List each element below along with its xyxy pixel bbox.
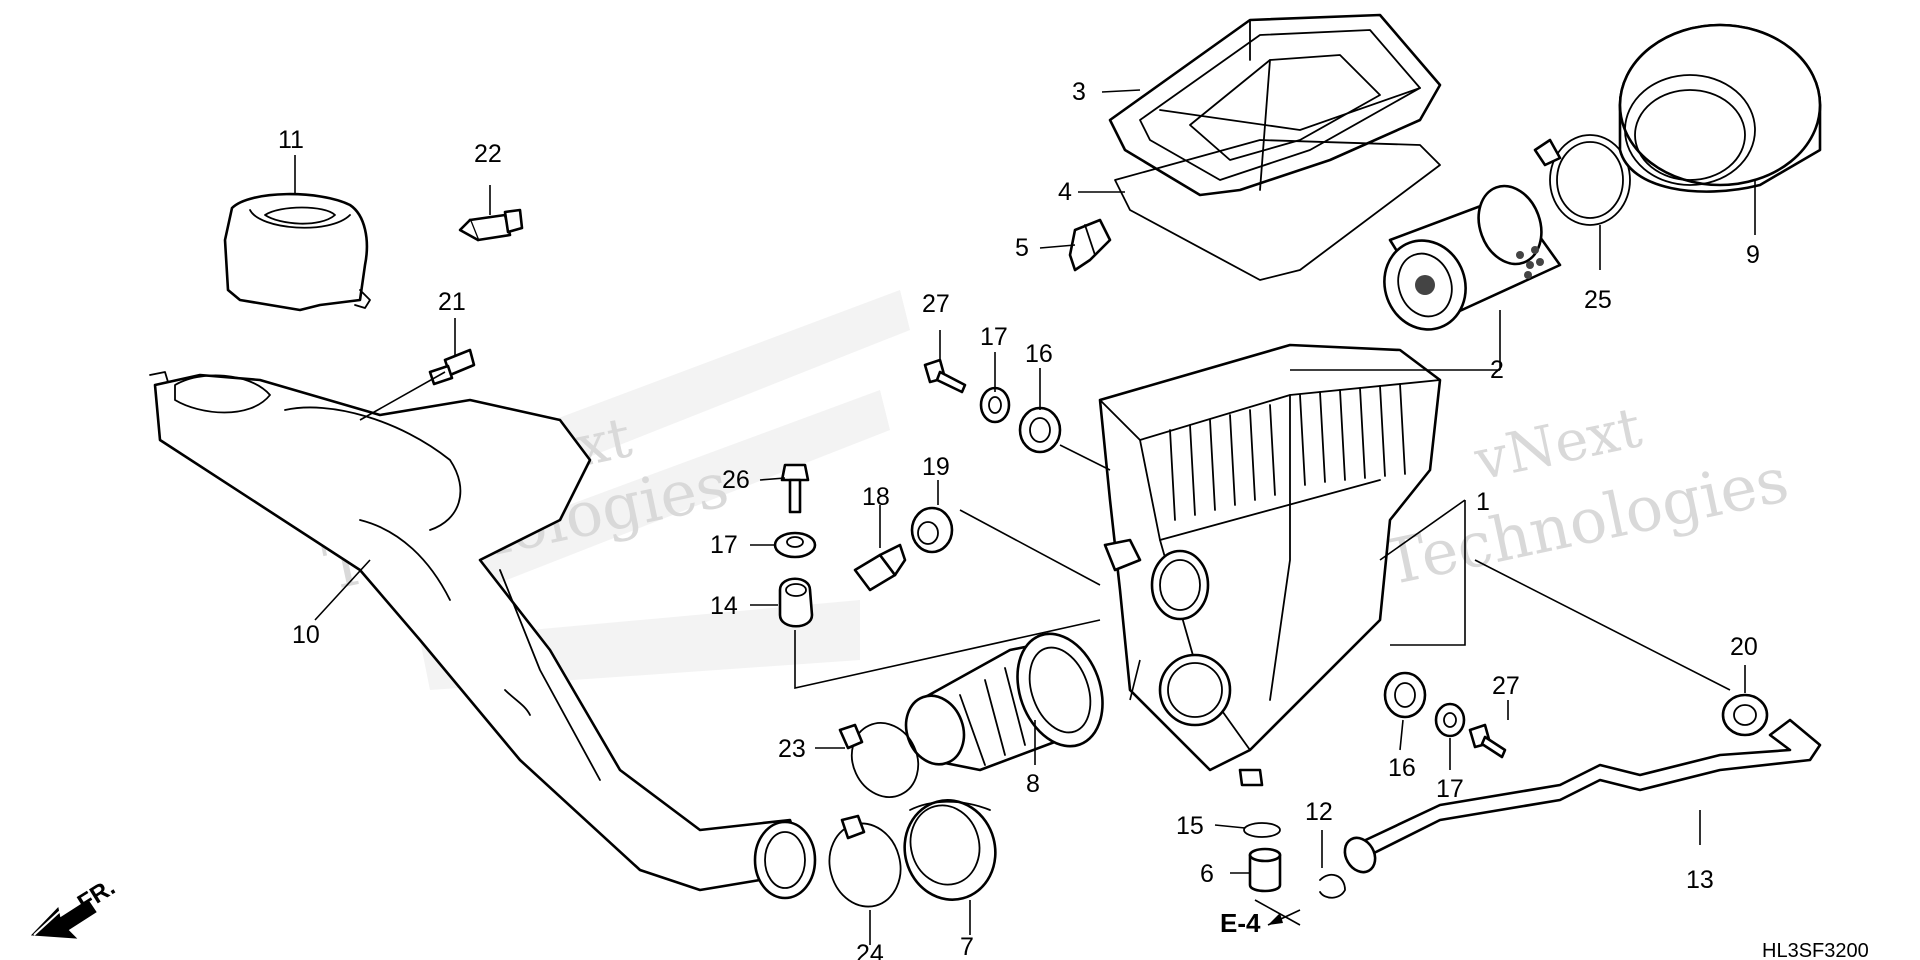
reference-arrowhead-icon: [1268, 913, 1283, 925]
callout-2: 2: [1490, 356, 1504, 384]
band-23[interactable]: [838, 712, 930, 808]
callout-24: 24: [856, 940, 884, 960]
intake-joint[interactable]: [894, 790, 1007, 910]
bolt-27-top[interactable]: [923, 358, 967, 394]
lid-gasket[interactable]: [1114, 139, 1441, 281]
callout-22: 22: [474, 140, 502, 168]
collar-17-bottom[interactable]: [1434, 702, 1466, 738]
grommet-16-top[interactable]: [1018, 406, 1062, 454]
grommet-20[interactable]: [1721, 693, 1769, 737]
callout-12: 12: [1305, 798, 1333, 826]
callout-25: 25: [1584, 286, 1612, 314]
band-25[interactable]: [1533, 134, 1631, 226]
air-filter-element[interactable]: [1372, 177, 1562, 341]
air-cleaner-lid[interactable]: [1108, 13, 1442, 197]
callout-4: 4: [1058, 178, 1072, 206]
callout-13: 13: [1686, 866, 1714, 894]
bolt-21[interactable]: [428, 348, 476, 386]
bolt-26[interactable]: [780, 463, 810, 514]
callout-23: 23: [778, 735, 806, 763]
reference-label: E-4: [1220, 908, 1261, 938]
callout-19: 19: [922, 453, 950, 481]
intake-duct[interactable]: [149, 371, 817, 900]
clip-5[interactable]: [1068, 218, 1112, 272]
callout-11: 11: [278, 126, 304, 154]
callout-16-top: 16: [1025, 340, 1053, 368]
bolt-27-bottom[interactable]: [1468, 723, 1507, 759]
connecting-tube[interactable]: [897, 622, 1118, 773]
callout-14: 14: [710, 592, 738, 620]
air-cleaner-case[interactable]: [1098, 343, 1442, 787]
grommet-14[interactable]: [778, 577, 814, 628]
callout-6: 6: [1200, 860, 1214, 888]
clip-15[interactable]: [1243, 822, 1281, 838]
callout-7: 7: [960, 933, 974, 960]
grommet-16-bottom[interactable]: [1383, 671, 1427, 719]
callout-26: 26: [722, 466, 750, 494]
sensor-18[interactable]: [853, 543, 907, 592]
collar-17-top[interactable]: [979, 386, 1011, 424]
callout-18: 18: [862, 483, 890, 511]
callout-21: 21: [438, 288, 466, 316]
callout-10: 10: [292, 621, 320, 649]
callout-27-top: 27: [922, 290, 950, 318]
grommet-19[interactable]: [910, 506, 954, 554]
outer-filter[interactable]: [1618, 23, 1822, 193]
callout-8: 8: [1026, 770, 1040, 798]
callout-17-top: 17: [980, 323, 1008, 351]
clip-12[interactable]: [1319, 873, 1346, 899]
diagram-code: HL3SF3200: [1762, 940, 1869, 960]
drain-tube[interactable]: [1339, 718, 1822, 878]
callout-5: 5: [1015, 234, 1029, 262]
front-direction-indicator: FR.: [30, 874, 120, 939]
duct-cover[interactable]: [223, 192, 371, 312]
callout-27-bottom: 27: [1492, 672, 1520, 700]
callout-20: 20: [1730, 633, 1758, 661]
band-24[interactable]: [820, 814, 909, 914]
callout-1: 1: [1476, 488, 1490, 516]
collar-17-mid[interactable]: [773, 531, 817, 559]
callout-17-mid: 17: [710, 531, 738, 559]
callout-17-bottom: 17: [1436, 775, 1464, 803]
callout-3: 3: [1072, 78, 1086, 106]
reference-e4[interactable]: E-4: [1220, 908, 1301, 938]
callout-15: 15: [1176, 812, 1204, 840]
front-arrow-icon: [30, 899, 97, 939]
push-rivet[interactable]: [458, 208, 524, 242]
callout-16-bottom: 16: [1388, 754, 1416, 782]
callout-9: 9: [1746, 241, 1760, 269]
plug-6[interactable]: [1248, 847, 1282, 893]
leader-lines: [294, 89, 1756, 945]
callout-labels: 3 4 5 2 9 25 11 22 21 10 27 17 16 26 17 …: [278, 78, 1760, 960]
